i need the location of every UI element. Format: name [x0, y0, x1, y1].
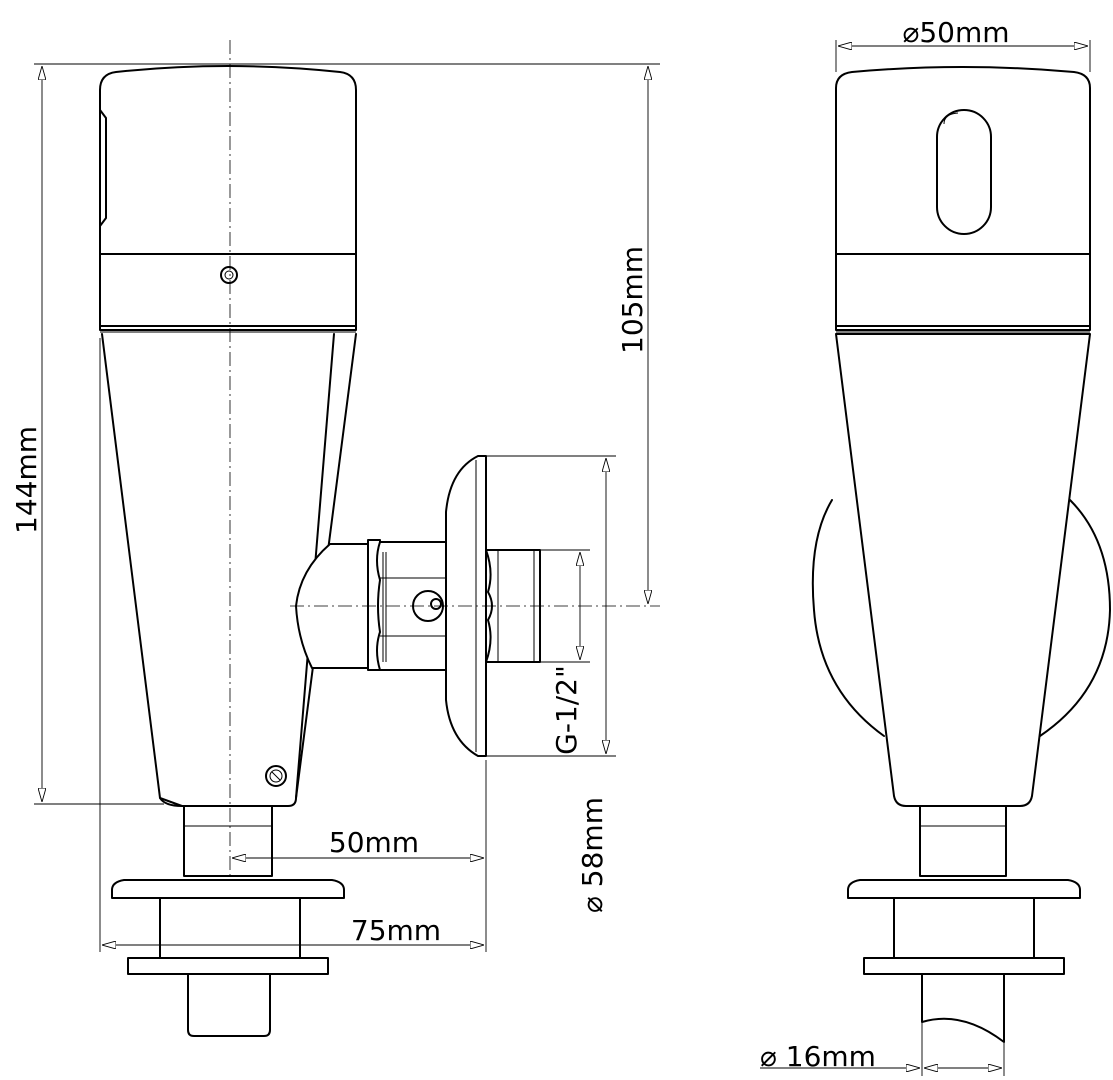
side-mount-flange [111, 879, 345, 899]
front-wall-plate [811, 499, 1111, 737]
side-screw-bottom [265, 765, 287, 787]
front-mount-nut [863, 957, 1065, 975]
side-sensor-window [99, 109, 107, 227]
side-screw-bottom-inner [269, 769, 283, 783]
side-tail-pipe [187, 973, 271, 1037]
side-body-bottom-curve [159, 797, 183, 807]
side-outlet-slot-pin [430, 598, 442, 610]
front-view [811, 66, 1111, 1043]
dim-flange-diameter-label: ⌀ 58mm [576, 797, 609, 913]
dim-total-height-label: 144mm [10, 426, 43, 534]
dim-overall-depth-label: 75mm [351, 914, 441, 947]
side-sensor-head [99, 65, 357, 331]
side-screw-top [220, 266, 238, 284]
front-sensor-window [936, 109, 992, 235]
front-sensor-head [835, 66, 1091, 331]
dim-tail-diameter-label: ⌀ 16mm [760, 1040, 876, 1073]
front-lower-pipe [919, 805, 1007, 877]
front-view-dimensions: ⌀50mm ⌀ 16mm [760, 16, 1091, 1076]
dim-center-offset-label: 50mm [329, 826, 419, 859]
side-view-dimensions: 144mm 105mm G-1/2" ⌀ 58mm 50mm 75mm [10, 63, 660, 952]
front-mount-shank [893, 897, 1035, 959]
front-tail-pipe-cut [921, 973, 1005, 1043]
side-screw-bottom-slot [271, 771, 281, 781]
side-lower-pipe [183, 805, 273, 877]
side-mount-nut [127, 957, 329, 975]
side-screw-top-inner [224, 270, 234, 280]
dim-outlet-height-label: 105mm [616, 246, 649, 354]
front-body-cone [835, 333, 1091, 807]
front-mount-flange [847, 879, 1081, 899]
front-sensor-window-highlight [943, 112, 959, 125]
side-view [99, 40, 660, 1037]
dim-body-diameter-label: ⌀50mm [902, 16, 1009, 49]
side-mount-shank [159, 897, 301, 959]
side-body-cone [101, 333, 335, 807]
dim-thread-label: G-1/2" [550, 665, 583, 755]
